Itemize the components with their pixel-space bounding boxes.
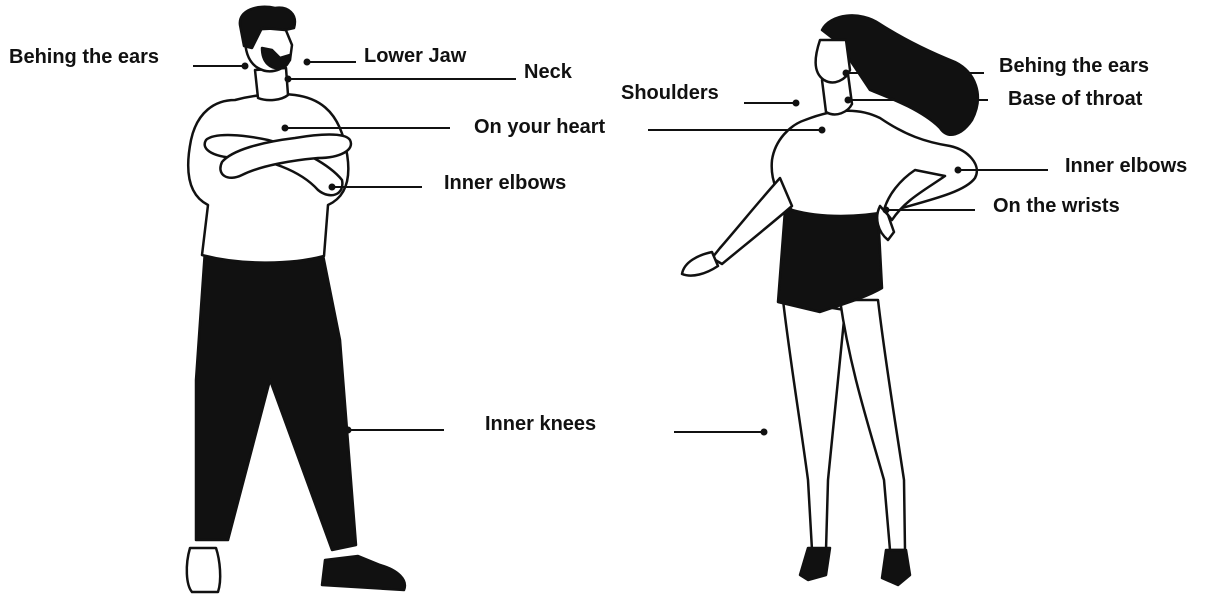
woman-arm-left xyxy=(712,178,792,264)
label-woman-shoulders: Shoulders xyxy=(621,82,719,104)
label-man-lower-jaw: Lower Jaw xyxy=(364,45,466,67)
woman-shoe-left xyxy=(800,548,830,580)
man-shoe-right xyxy=(322,556,405,590)
woman-leg-right xyxy=(840,300,905,550)
man-neck xyxy=(255,68,288,100)
label-man-inner-knees: Inner knees xyxy=(485,413,596,435)
woman-shorts xyxy=(778,206,882,312)
man-figure xyxy=(187,7,405,592)
label-man-behind-ears: Behing the ears xyxy=(9,46,159,68)
label-man-inner-elbows: Inner elbows xyxy=(444,172,566,194)
label-woman-inner-elbows: Inner elbows xyxy=(1065,155,1187,177)
woman-hand-left xyxy=(682,252,718,276)
label-man-neck: Neck xyxy=(524,61,572,83)
man-pants xyxy=(196,250,356,550)
label-woman-base-of-throat: Base of throat xyxy=(1008,88,1142,110)
woman-leg-left xyxy=(783,300,845,550)
label-woman-wrists: On the wrists xyxy=(993,195,1120,217)
label-man-heart: On your heart xyxy=(474,116,605,138)
label-woman-behind-ears: Behing the ears xyxy=(999,55,1149,77)
man-shoe-left xyxy=(187,548,220,592)
woman-shoe-right xyxy=(882,550,910,585)
